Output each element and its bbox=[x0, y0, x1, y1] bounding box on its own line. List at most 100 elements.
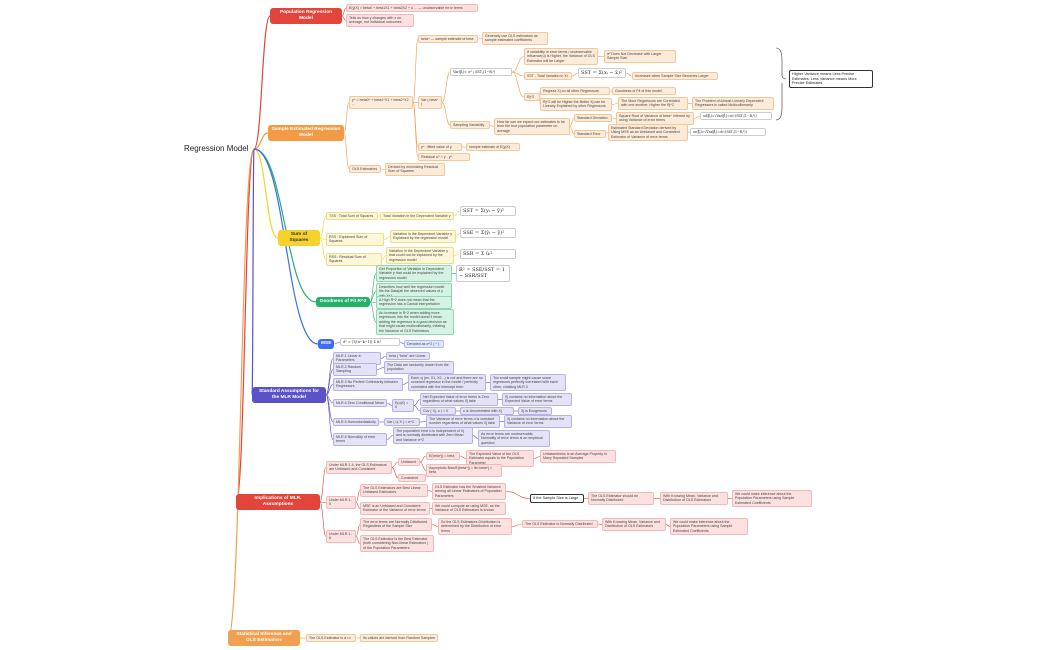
topic-sum-of-squares[interactable]: Sum of Squares bbox=[278, 230, 320, 246]
stat-rv-note[interactable]: Its values are derived from Random Sampl… bbox=[360, 634, 438, 643]
impl-mlr1-5[interactable]: Under MLR.1-5 bbox=[326, 496, 356, 509]
mlr2-note[interactable]: The Data are randomly drawn from the pop… bbox=[384, 361, 454, 374]
impl-mse-unbiased[interactable]: MSE is an Unbiased and Consistent Estima… bbox=[360, 502, 430, 515]
sst-note[interactable]: If variability in error terms / unobserv… bbox=[524, 48, 598, 66]
tss-node[interactable]: TSS : Total Sum of Squares bbox=[326, 212, 378, 221]
impl-unbiased-note2[interactable]: Unbiasedness is an Average Property in M… bbox=[540, 450, 616, 463]
large-sample-normal[interactable]: The OLS Estimator should be Normally Dis… bbox=[588, 492, 654, 505]
gof-formula[interactable]: R² = SSE/SST = 1 − SSR/SST bbox=[456, 265, 510, 282]
large-sample-inference[interactable]: We could make inference about the Popula… bbox=[732, 490, 812, 508]
ess-note[interactable]: Variation in the Dependent Variable y Ex… bbox=[390, 230, 456, 243]
impl-unbiased[interactable]: Unbiased bbox=[398, 458, 420, 467]
topic-statistical-inference[interactable]: Statistical Inference and OLS Estimators bbox=[228, 630, 300, 646]
mlr5-a[interactable]: Var ( u| X ) = σ^2 bbox=[384, 418, 420, 427]
pop-equation[interactable]: E(y|X) = beta0 + beta1X1 + beta2X2 + u .… bbox=[346, 4, 478, 13]
mlr3-note2[interactable]: Too small sample might cause some regres… bbox=[490, 374, 566, 392]
sst-node[interactable]: SST - Total Variation in Xi bbox=[524, 72, 572, 81]
mlr4-a[interactable]: E(u|X) = 0 bbox=[392, 399, 414, 412]
beta-hat-node[interactable]: beta^ — sample estimate of beta bbox=[418, 35, 478, 44]
mlr1-note[interactable]: beta j "beta" are Linear bbox=[386, 352, 430, 361]
impl-ols-normal[interactable]: The OLS Estimator is Normally Distribute… bbox=[522, 520, 598, 529]
sst-formula[interactable]: SST = Σ(xᵢ − x̄)² bbox=[578, 68, 626, 79]
topic-mlr-assumptions[interactable]: Standard Assumptions for the MLR Model bbox=[252, 387, 326, 403]
ols-estimators[interactable]: OLS Estimators bbox=[349, 165, 381, 174]
impl-error-normal-note[interactable]: So the OLS Estimators Distribution is de… bbox=[438, 518, 512, 536]
sampling-variability-note[interactable]: How far can we expect our estimates to b… bbox=[494, 118, 570, 136]
large-sample-knowing[interactable]: With Knowing Mean, Variance and Distribu… bbox=[660, 492, 728, 505]
mlr4-b[interactable]: Cov ( Xj, u ) = 0 bbox=[420, 407, 456, 416]
gof-increase-note[interactable]: An increase in R^2 when adding more regr… bbox=[376, 309, 454, 336]
var-beta-node[interactable]: Var ( beta^ ) bbox=[418, 96, 442, 109]
ess-formula[interactable]: SSE = Σ(ŷᵢ − ȳ)² bbox=[460, 228, 516, 239]
impl-best-estimator[interactable]: The OLS Estimator is the Best Estimator … bbox=[360, 535, 434, 553]
precision-note-box[interactable]: Higher Variance means Less Precise Estim… bbox=[789, 70, 873, 89]
topic-mse[interactable]: MSE bbox=[318, 339, 334, 349]
y-hat-note[interactable]: sample estimate of E(y|X) bbox=[466, 143, 520, 152]
var-formula[interactable]: Var(β̂ⱼ)= σ² / SSTⱼ(1−Rⱼ²) bbox=[450, 68, 512, 77]
sst-note2[interactable]: σ² Does Not Decrease with Larger Sample … bbox=[604, 50, 676, 63]
mlr6-note2[interactable]: As error terms are unobservable, Normali… bbox=[478, 430, 550, 448]
tss-formula[interactable]: SST = Σ(yᵢ − ȳ)² bbox=[460, 206, 516, 217]
mlr2[interactable]: MLR.2 Random Sampling bbox=[333, 363, 377, 376]
impl-asymptotic[interactable]: Asymptotic Bias/E(beta^j) = lim beta^j =… bbox=[426, 464, 502, 477]
mlr6[interactable]: MLR.6 Normality of error terms bbox=[333, 433, 387, 446]
impl-blue[interactable]: The OLS Estimators are Best Linear Unbia… bbox=[360, 484, 428, 497]
rj-regress[interactable]: Regress Xj on all other Regressors bbox=[540, 87, 610, 96]
mse-formula[interactable]: σ̂² = (1/(n−k−1)) Σ ûᵢ² bbox=[340, 338, 400, 347]
topic-goodness-of-fit[interactable]: Goodness of Fit R^2 bbox=[316, 297, 370, 307]
root-topic[interactable]: Regression Model bbox=[184, 144, 249, 153]
se-note[interactable]: Estimated Standard Deviation derived by … bbox=[608, 124, 688, 142]
sample-equation[interactable]: y^ = beta0^ + beta1^X1 + beta2^X2 ... bbox=[349, 96, 413, 109]
mlr6-note[interactable]: The population error u is independent of… bbox=[393, 427, 473, 445]
impl-unbiased-eq[interactable]: E(beta^j) = beta bbox=[426, 452, 460, 461]
impl-mlr1-6[interactable]: Under MLR.1-6 bbox=[326, 530, 356, 543]
impl-mse-note[interactable]: We could compute se using MSE, as the Va… bbox=[432, 502, 506, 515]
rj-gof[interactable]: Goodness of Fit of this model bbox=[612, 87, 676, 96]
multicollinearity-note[interactable]: The Problem of Almost Linearly Dependent… bbox=[692, 97, 774, 110]
ols-note[interactable]: Derived by minimizing Residual Sum of Sq… bbox=[385, 163, 445, 176]
y-hat-node[interactable]: y^ : fitted value of y bbox=[418, 143, 462, 152]
rj-node[interactable]: Rj^2 bbox=[524, 93, 540, 102]
impl-knowing[interactable]: With Knowing Mean, Variance and Distribu… bbox=[602, 518, 666, 531]
ess-node[interactable]: ESS : Explained Sum of Squares bbox=[326, 233, 384, 246]
sampling-variability[interactable]: Sampling Variability bbox=[450, 121, 490, 130]
mlr4[interactable]: MLR.4 Zero Conditional Mean bbox=[333, 399, 387, 408]
topic-population-model[interactable]: Population Regression Model bbox=[270, 8, 342, 24]
mlr4-a-note2[interactable]: Xj contains no information about the Exp… bbox=[502, 393, 572, 406]
mlr3-note[interactable]: Each xj (ex. X1, X2...) is not and there… bbox=[408, 374, 486, 392]
gof-proportion[interactable]: Get Proportion of Variation in Dependent… bbox=[376, 265, 452, 283]
mse-note[interactable]: Denoted as σ^2 ( ^ ) bbox=[404, 340, 444, 349]
pop-note[interactable]: Tells us how y changes with x on average… bbox=[346, 14, 414, 27]
rj-more-regressors[interactable]: The More Regressors are Correlated with … bbox=[618, 97, 688, 110]
sst-increase-note[interactable]: Increases when Sample Size Becomes Large… bbox=[632, 72, 718, 81]
rj-higher[interactable]: Rj^2 will be Higher the Better Xj can be… bbox=[540, 98, 612, 111]
mlr4-b-note2[interactable]: Xj is Exogenous bbox=[518, 407, 552, 416]
rss-note[interactable]: Variation in the Dependent Variable y th… bbox=[386, 247, 454, 265]
beta-hat-note[interactable]: Generally use OLS estimators as sample e… bbox=[482, 32, 548, 45]
mlr4-b-note[interactable]: u is Uncorrelated with Xj bbox=[460, 407, 514, 416]
large-sample-box[interactable]: If the Sample Size is Large bbox=[530, 494, 584, 503]
mlr5-a-note[interactable]: The Variance of error terms u is constan… bbox=[426, 415, 500, 428]
mlr3[interactable]: MLR.3 No Perfect Collinearity between Re… bbox=[333, 378, 403, 391]
impl-error-normal[interactable]: The error terms are Normally Distributed… bbox=[360, 518, 432, 531]
rss-formula[interactable]: SSR = Σ ûᵢ² bbox=[460, 249, 516, 260]
impl-blue-note[interactable]: OLS Estimator has the Smallest Variance … bbox=[432, 483, 506, 501]
gof-causal-note[interactable]: A High R^2 does not mean that the regres… bbox=[376, 296, 452, 309]
standard-deviation[interactable]: Standard Deviation bbox=[574, 114, 612, 123]
tss-note[interactable]: Total Variation in the Dependent Variabl… bbox=[380, 212, 454, 221]
mlr5[interactable]: MLR.5 Homoskedasticity bbox=[333, 418, 379, 427]
topic-implications[interactable]: Implications of MLR. Assumptions bbox=[236, 494, 320, 510]
impl-mlr1-4[interactable]: Under MLR.1-4, the OLS Estimators are Un… bbox=[326, 461, 392, 474]
impl-consistent[interactable]: Consistent bbox=[398, 474, 426, 483]
impl-inference[interactable]: We could make inference about the Popula… bbox=[670, 518, 748, 536]
se-formula[interactable]: se(β̂ⱼ)=√V̂ar(β̂ⱼ)=σ̂/√(SSTⱼ(1−Rⱼ²)) bbox=[690, 128, 766, 136]
rss-node[interactable]: RSS : Residual Sum of Squares bbox=[326, 253, 382, 266]
mlr5-a-note2[interactable]: Xj contains no information about the Var… bbox=[504, 415, 572, 428]
residual-node[interactable]: Residual u^ = y - y^ bbox=[418, 153, 470, 162]
sd-formula[interactable]: sd(β̂ⱼ)=√Var(β̂ⱼ)=σ/√(SSTⱼ(1−Rⱼ²)) bbox=[700, 112, 772, 120]
stat-rv[interactable]: The OLS Estimator is a r.v bbox=[306, 634, 356, 643]
mlr4-a-note[interactable]: Net Expected Value of error terms is Zer… bbox=[420, 393, 498, 406]
topic-sample-model[interactable]: Sample Estimated Regression Model bbox=[268, 125, 344, 141]
standard-error[interactable]: Standard Error bbox=[574, 130, 606, 139]
